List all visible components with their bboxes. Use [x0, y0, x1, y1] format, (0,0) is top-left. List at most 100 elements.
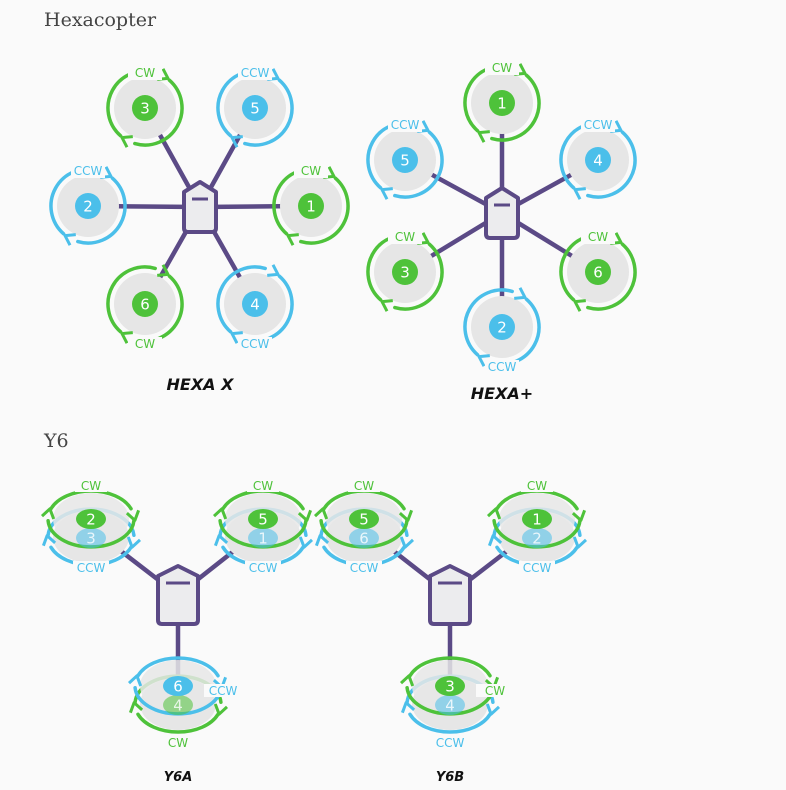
- motor-number: 5: [250, 100, 260, 118]
- motor-5: 5 CCW: [366, 118, 444, 200]
- rotation-label-lower: CCW: [350, 561, 379, 575]
- motor-number-lower: 6: [359, 530, 369, 548]
- motor-number-upper: 2: [86, 511, 96, 529]
- motor-number: 5: [400, 152, 410, 170]
- motor-number: 3: [140, 100, 150, 118]
- motor-number: 2: [83, 198, 93, 216]
- motor-number-badge: [585, 147, 611, 173]
- motor-number-lower: 1: [258, 530, 268, 548]
- motor-number-badge: [242, 291, 268, 317]
- rotation-label-upper: CCW: [209, 684, 238, 698]
- motor-number-lower: 4: [445, 697, 455, 715]
- frame-body: [484, 186, 520, 240]
- coaxial-motor-pair: 46 CCW CW: [127, 656, 240, 750]
- motor-number-badge: [242, 95, 268, 121]
- frame-body: [182, 180, 218, 234]
- rotation-label-upper: CW: [485, 684, 505, 698]
- motor-number-lower: 4: [173, 697, 183, 715]
- motor-number-badge: [298, 193, 324, 219]
- rotation-label-lower: CW: [168, 736, 188, 750]
- motor-number-upper: 3: [445, 678, 455, 696]
- diagram-caption: HEXA+: [471, 384, 533, 403]
- motor-number-badge-lower: [349, 528, 379, 548]
- motor-number-lower: 2: [532, 530, 542, 548]
- rotation-label: CCW: [391, 118, 420, 132]
- motor-number: 6: [593, 264, 603, 282]
- motor-number-badge-upper: [522, 509, 552, 529]
- motor-number: 4: [250, 296, 260, 314]
- rotation-label: CW: [395, 230, 415, 244]
- rotation-label: CCW: [584, 118, 613, 132]
- motor-number-lower: 3: [86, 530, 96, 548]
- section-title-hexacopter: Hexacopter: [44, 9, 157, 31]
- motor-number-badge-lower: [248, 528, 278, 548]
- motor-6: 6 CW: [559, 230, 637, 312]
- motor-3: 3 CW: [366, 230, 444, 312]
- motor-number: 2: [497, 319, 507, 337]
- motor-1: 1 CW: [272, 164, 350, 246]
- rotation-label-lower: CCW: [77, 561, 106, 575]
- motor-number-badge: [585, 259, 611, 285]
- motor-number: 4: [593, 152, 603, 170]
- section-title-y6: Y6: [44, 430, 69, 452]
- coaxial-motor-pair: 43 CW CCW: [399, 656, 512, 750]
- motor-number-badge: [75, 193, 101, 219]
- rotation-label: CCW: [488, 360, 517, 374]
- rotation-label: CCW: [74, 164, 103, 178]
- rotation-label-upper: CW: [354, 479, 374, 493]
- motor-number-badge: [489, 90, 515, 116]
- rotation-label-lower: CCW: [436, 736, 465, 750]
- motor-number: 6: [140, 296, 150, 314]
- motor-number: 1: [306, 198, 316, 216]
- rotation-label-upper: CW: [253, 479, 273, 493]
- motor-number-badge-lower: [522, 528, 552, 548]
- motor-number-badge-lower: [435, 695, 465, 715]
- motor-number-badge: [489, 314, 515, 340]
- motor-number-badge-upper: [435, 676, 465, 696]
- motor-3: 3 CW: [106, 66, 184, 148]
- motor-1: 1 CW: [463, 61, 541, 143]
- rotation-label-lower: CCW: [523, 561, 552, 575]
- diagram-caption: Y6A: [164, 770, 193, 785]
- motor-number-upper: 5: [359, 511, 369, 529]
- motor-number: 3: [400, 264, 410, 282]
- motor-number-badge-lower: [76, 528, 106, 548]
- motor-number-upper: 6: [173, 678, 183, 696]
- motor-number-upper: 1: [532, 511, 542, 529]
- motor-6: 6CW: [106, 264, 184, 351]
- rotation-label-lower: CCW: [249, 561, 278, 575]
- rotation-label: CCW: [241, 337, 270, 351]
- rotation-label: CW: [588, 230, 608, 244]
- rotation-label: CW: [135, 66, 155, 80]
- diagram-caption: Y6B: [436, 770, 464, 785]
- motor-number-badge: [132, 291, 158, 317]
- motor-2: 2 CCW: [49, 164, 127, 246]
- motor-number-badge-lower: [163, 695, 193, 715]
- motor-number-badge-upper: [163, 676, 193, 696]
- motor-number-badge-upper: [248, 509, 278, 529]
- coaxial-motor-pair: 65 CW CCW: [313, 479, 415, 575]
- motor-4: 4 CCW: [559, 118, 637, 200]
- frame-body: [156, 564, 200, 626]
- motor-number-badge: [392, 259, 418, 285]
- coaxial-motor-pair: 21 CW CCW: [486, 479, 588, 575]
- rotation-label: CW: [301, 164, 321, 178]
- rotation-label: CW: [492, 61, 512, 75]
- motor-number-badge-upper: [349, 509, 379, 529]
- motor-number-badge: [132, 95, 158, 121]
- motor-number: 1: [497, 95, 507, 113]
- frame-body: [428, 564, 472, 626]
- diagram-caption: HEXA X: [167, 375, 235, 394]
- rotation-label: CW: [135, 337, 155, 351]
- rotation-label-upper: CW: [527, 479, 547, 493]
- motor-number-badge-upper: [76, 509, 106, 529]
